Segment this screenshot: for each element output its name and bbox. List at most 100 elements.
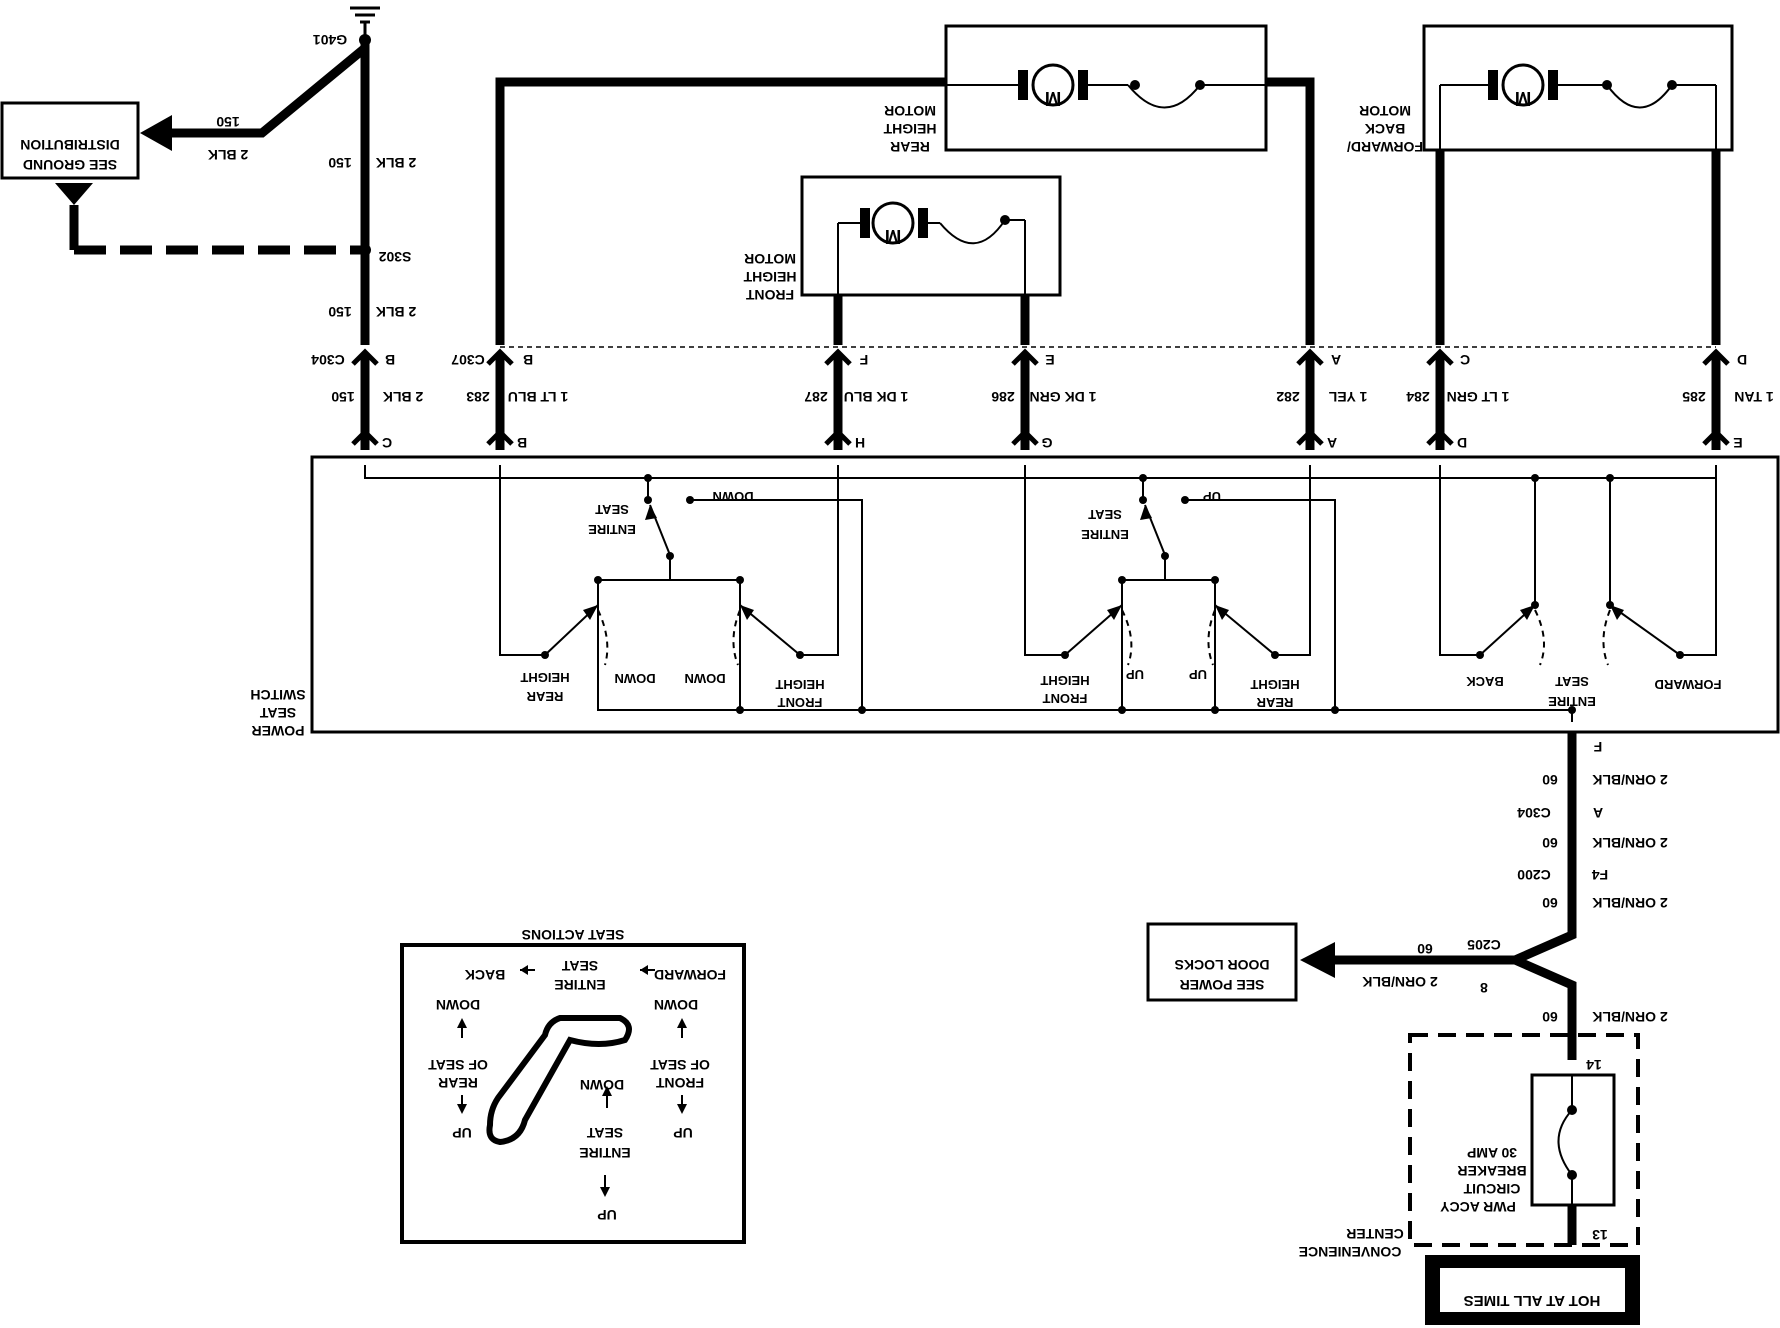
power-seat-switch-l2: SEAT (259, 705, 296, 721)
sw-rear-height-2a: REAR (1256, 695, 1293, 710)
sw-front-height-1a: FRONT (778, 695, 823, 710)
arrow-left-icon (1300, 942, 1335, 978)
forward-back-motor: M FORWARD/ BACK MOTOR (1347, 24, 1734, 155)
arrow-left-icon (140, 115, 172, 151)
power-seat-switch-l3: SWITCH (250, 687, 305, 703)
c304-pin-b: B (385, 352, 395, 368)
see-ground-distribution-box (0, 101, 140, 180)
see-power-door-locks-box (1146, 922, 1298, 1002)
feed-ckt-4: 60 (1542, 1009, 1558, 1025)
wire-circuit-label: 287 (804, 389, 828, 405)
switch-pin-label: A (1327, 435, 1337, 451)
feed-wire-2: 2 ORN/BLK (1592, 835, 1667, 851)
feed-circuit: F 2 ORN/BLK 60 A C304 2 ORN/BLK 60 F4 C2… (1146, 732, 1668, 1325)
feed-wire-4: 2 ORN/BLK (1592, 1009, 1667, 1025)
sa-up-left: UP (673, 1125, 692, 1141)
c307-pin-a: A (1331, 352, 1341, 368)
breaker-l2: CIRCUIT (1463, 1181, 1520, 1197)
g401-label: G401 (313, 32, 347, 48)
convenience-center-l2: CENTER (1346, 1226, 1404, 1242)
sa-rear-of-seat-b: OF SEAT (428, 1057, 488, 1073)
sa-entire-seat-1b: SEAT (561, 958, 598, 974)
ground-symbol-icon (350, 6, 380, 46)
sw-forward: FORWARD (1655, 677, 1722, 692)
wire-2blk-b: 2 BLK (376, 304, 416, 320)
sa-front-of-seat-a: FRONT (655, 1075, 704, 1091)
wire-color-label: 1 YEL (1328, 389, 1367, 405)
sw-front-height-1b: HEIGHT (775, 677, 824, 692)
seat-actions-title: SEAT ACTIONS (522, 927, 625, 943)
wire-color-label: 2 BLK (383, 389, 423, 405)
sa-entire-seat-1a: ENTIRE (554, 977, 605, 993)
see-power-door-locks-l2: DOOR LOCKS (1175, 957, 1270, 973)
sw-entire-seat-3a: ENTIRE (1548, 694, 1596, 709)
connector-chevron-icon (1702, 348, 1730, 366)
front-height-motor-l1: FRONT (745, 287, 794, 303)
connector-chevron-icon (1011, 348, 1039, 366)
feed-c304-pin: A (1593, 805, 1603, 821)
main-wires: C307 B F E A C D (451, 77, 1747, 368)
sw-up-2b: UP (1126, 667, 1144, 682)
switch-section-3 (862, 465, 1717, 722)
power-seat-switch: POWER SEAT SWITCH (250, 455, 1780, 739)
rear-height-motor-l1: REAR (890, 139, 930, 155)
sw-down-1b: DOWN (614, 671, 655, 686)
c304-label: C304 (311, 352, 345, 368)
breaker-l3: BREAKER (1457, 1163, 1526, 1179)
wire-circuit-label: 283 (466, 389, 490, 405)
feed-wire-3: 2 ORN/BLK (1592, 895, 1667, 911)
c307-pin-b: B (523, 352, 533, 368)
connector-chevron-icon (824, 348, 852, 366)
feed-c205-pin: 8 (1480, 980, 1488, 996)
c307-pin-e: E (1045, 352, 1054, 368)
pin-14: 14 (1586, 1057, 1602, 1073)
sa-up-right: UP (452, 1125, 471, 1141)
connector-chevron-icon (1426, 348, 1454, 366)
switch-pin-label: H (855, 435, 865, 451)
c307-pin-c: C (1460, 352, 1470, 368)
switch-section-1 (499, 465, 866, 714)
sw-rear-height-2b: HEIGHT (1250, 677, 1299, 692)
sa-entire-seat-2a: ENTIRE (579, 1145, 630, 1161)
seat-profile-icon (486, 1015, 632, 1146)
sw-down-1c: DOWN (684, 671, 725, 686)
sa-down-right: DOWN (436, 997, 480, 1013)
wire-color-label: 1 TAN (1734, 389, 1773, 405)
rear-height-motor-l2: HEIGHT (883, 121, 936, 137)
motor-m: M (885, 225, 902, 247)
motor-icon: M (1488, 63, 1558, 109)
feed-ckt-3: 60 (1542, 895, 1558, 911)
wire-color-label: 1 LT GRN (1447, 389, 1510, 405)
sw-entire-seat-1a: ENTIRE (588, 522, 636, 537)
breaker-l4: 30 AMP (1467, 1145, 1517, 1161)
ground-triangle-icon (55, 183, 93, 205)
breaker-l1: PWR ACCY (1439, 1199, 1515, 1215)
wire-150-a: 150 (328, 155, 352, 171)
sa-rear-of-seat-a: REAR (438, 1075, 478, 1091)
connector-chevron-icon (486, 348, 514, 366)
motor-icon: M (860, 201, 928, 247)
sa-back: BACK (465, 967, 505, 983)
wire-2blk-a: 2 BLK (376, 155, 416, 171)
rear-height-motor-l3: MOTOR (884, 103, 936, 119)
front-height-motor-l3: MOTOR (744, 251, 796, 267)
sa-down-center: DOWN (580, 1077, 624, 1093)
sw-entire-seat-1b: SEAT (595, 502, 629, 517)
rear-height-motor: M REAR HEIGHT MOTOR (883, 24, 1268, 155)
feed-pin-f: F (1593, 739, 1602, 755)
c307-label: C307 (451, 352, 485, 368)
sa-entire-seat-2b: SEAT (586, 1125, 623, 1141)
convenience-center-box (1408, 1033, 1640, 1247)
sa-front-of-seat-b: OF SEAT (650, 1057, 710, 1073)
c307-pin-d: D (1737, 352, 1747, 368)
feed-ckt-2: 60 (1542, 835, 1558, 851)
sw-back: BACK (1466, 674, 1504, 689)
sa-up-center: UP (597, 1207, 616, 1223)
sw-entire-seat-2b: SEAT (1088, 507, 1122, 522)
see-power-door-locks-l1: SEE POWER (1180, 977, 1265, 993)
motor-m: M (1515, 87, 1532, 109)
forward-back-motor-l3: MOTOR (1359, 103, 1411, 119)
sa-down-left: DOWN (654, 997, 698, 1013)
wire-150-b: 150 (328, 304, 352, 320)
